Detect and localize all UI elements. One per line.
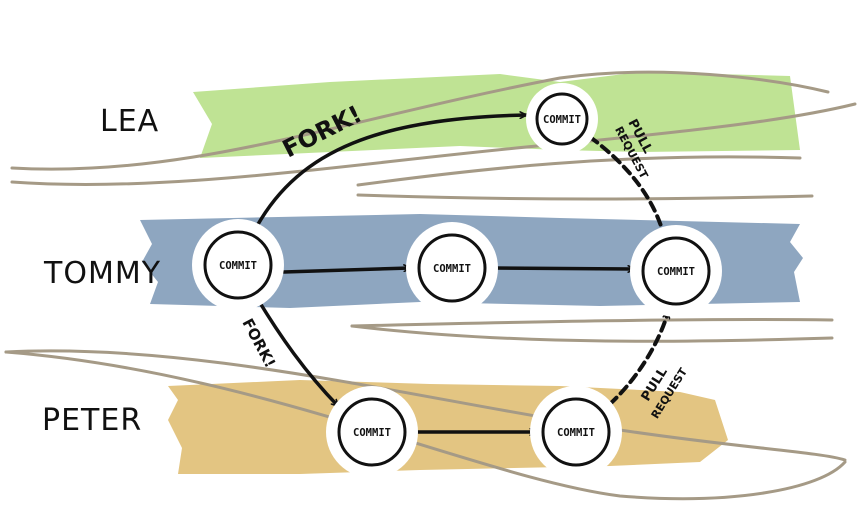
- commit-label: COMMIT: [353, 427, 391, 439]
- commit-label: COMMIT: [543, 114, 581, 126]
- pull-request-arrow-lea: [588, 135, 665, 242]
- commit-node-tommy-merge: COMMIT: [630, 225, 722, 317]
- fork-arrow-to-lea: [255, 115, 528, 228]
- arrow-tommy-1-to-2: [282, 268, 412, 274]
- commit-node-tommy-1: COMMIT: [192, 219, 284, 311]
- commit-node-tommy-2: COMMIT: [406, 222, 498, 314]
- lane-label-lea: LEA: [100, 104, 159, 139]
- pull-request-arrow-peter: [608, 310, 668, 406]
- lane-label-tommy: TOMMY: [43, 256, 161, 291]
- commit-label: COMMIT: [657, 266, 695, 278]
- commit-node-peter-1: COMMIT: [326, 386, 418, 478]
- commit-node-peter-2: COMMIT: [530, 386, 622, 478]
- lane-label-peter: PETER: [42, 403, 142, 438]
- arrow-tommy-2-to-3: [491, 268, 636, 269]
- fork-arrow-to-peter: [255, 296, 340, 408]
- commit-arrows: [255, 115, 636, 432]
- commit-label: COMMIT: [433, 263, 471, 275]
- decorative-swooshes: [4, 70, 857, 501]
- pull-request-arrows: [588, 135, 668, 406]
- commit-node-lea: COMMIT: [526, 83, 598, 155]
- commit-label: COMMIT: [219, 260, 257, 272]
- commit-label: COMMIT: [557, 427, 595, 439]
